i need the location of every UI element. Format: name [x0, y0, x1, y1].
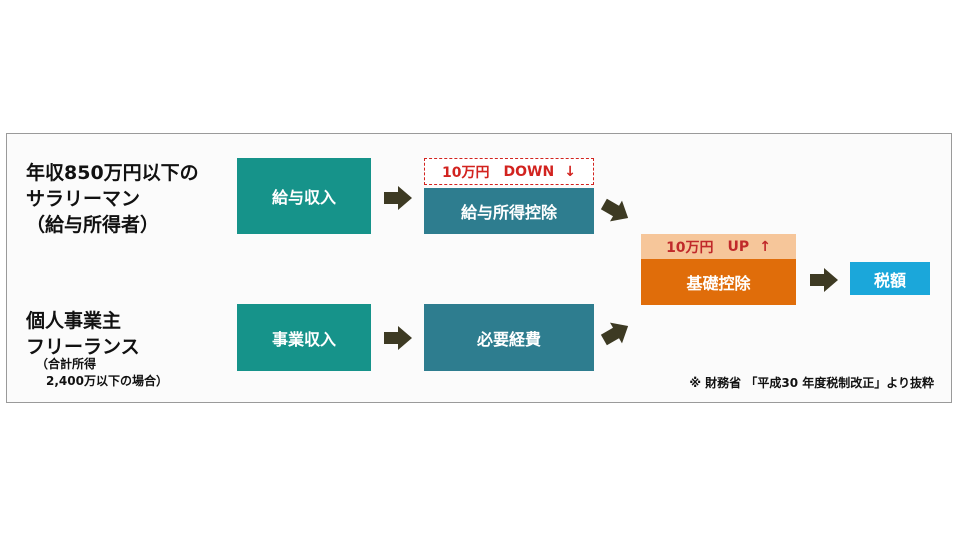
source-note: ※ 財務省 「平成30 年度税制改正」より抜粋	[689, 376, 934, 390]
salary-deduction-change: 10万円 DOWN ↓	[424, 158, 594, 185]
arrow-right-icon	[810, 268, 838, 292]
salary-change-direction: DOWN	[503, 163, 555, 180]
tax-amount-box: 税額	[850, 262, 930, 295]
salary-income-box: 給与収入	[237, 158, 371, 234]
basic-deduction-box: 基礎控除	[641, 259, 796, 305]
basic-change-direction: UP	[727, 238, 750, 255]
employee-label: 年収850万円以下の サラリーマン （給与所得者）	[26, 160, 199, 238]
arrow-up-icon: ↑	[759, 238, 771, 255]
self-employed-label: 個人事業主 フリーランス	[26, 308, 140, 360]
arrow-diagonal-down-icon	[600, 198, 629, 222]
salary-change-amount: 10万円	[442, 164, 490, 181]
necessary-expenses-box: 必要経費	[424, 304, 594, 371]
business-income-box: 事業収入	[237, 304, 371, 371]
self-employed-sublabel-line-1: （合計所得	[36, 357, 97, 371]
employee-label-line-2: サラリーマン	[26, 188, 141, 210]
salary-deduction-box: 給与所得控除	[424, 188, 594, 234]
self-employed-label-line-1: 個人事業主	[26, 310, 122, 332]
arrow-right-icon	[384, 186, 412, 210]
arrow-down-icon: ↓	[564, 163, 576, 180]
basic-change-amount: 10万円	[666, 239, 714, 256]
self-employed-sublabel: （合計所得 2,400万以下の場合）	[36, 356, 168, 390]
self-employed-label-line-2: フリーランス	[26, 336, 140, 358]
arrow-right-icon	[384, 326, 412, 350]
basic-deduction-change: 10万円 UP ↑	[641, 234, 796, 259]
employee-label-line-3: （給与所得者）	[26, 214, 160, 236]
self-employed-sublabel-line-2: 2,400万以下の場合）	[46, 374, 168, 388]
employee-label-line-1: 年収850万円以下の	[26, 162, 199, 184]
arrow-diagonal-up-icon	[600, 322, 629, 346]
